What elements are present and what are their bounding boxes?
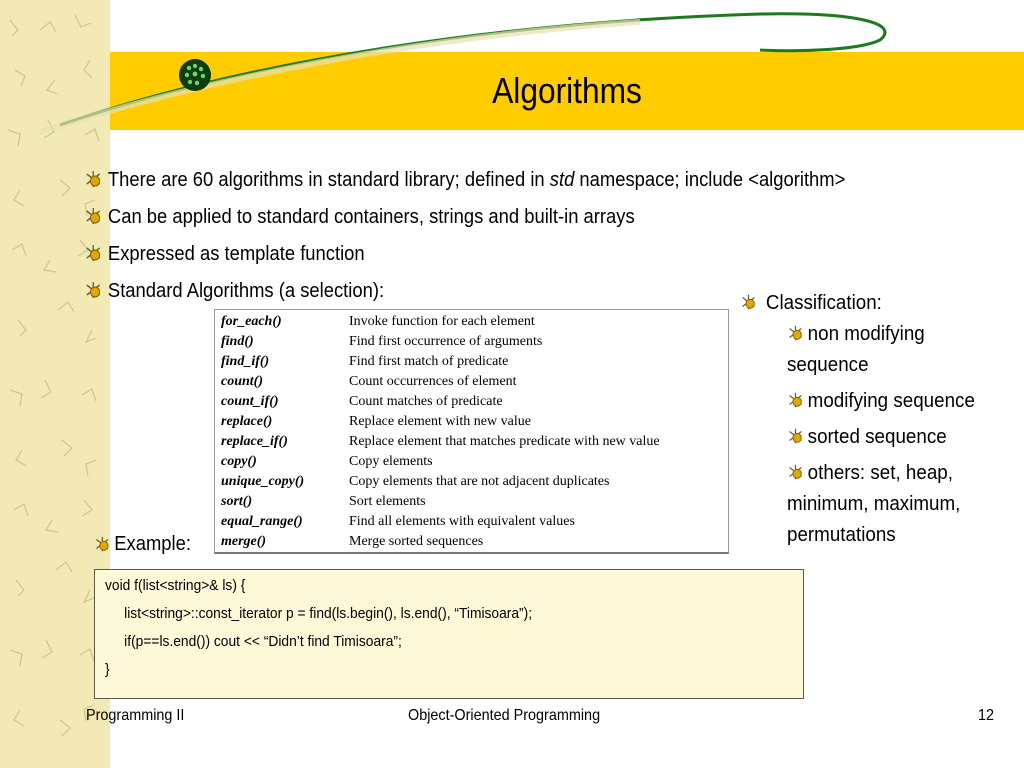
star-bullet-icon <box>86 282 101 298</box>
bullet-text: Can be applied to standard containers, s… <box>107 206 635 228</box>
star-bullet-icon <box>789 392 802 408</box>
algorithm-name: find_if() <box>221 354 270 369</box>
classification-list: Classification: non modifying sequence m… <box>740 288 1003 551</box>
algorithm-description: Count occurrences of element <box>349 374 517 389</box>
code-line: } <box>105 661 110 678</box>
code-line: list<string>::const_iterator p = find(ls… <box>105 605 533 622</box>
bullet-text: Expressed as template function <box>107 243 365 265</box>
bullet-algorithms-count: There are 60 algorithms in standard libr… <box>84 168 845 192</box>
code-example: void f(list<string>& ls) { list<string>:… <box>94 569 804 699</box>
classification-item-text: non modifying sequence <box>787 323 925 376</box>
bullet-applied-containers: Can be applied to standard containers, s… <box>84 205 635 229</box>
classification-item: others: set, heap, minimum, maximum, per… <box>787 458 984 551</box>
table-row: copy() Copy elements <box>221 452 660 472</box>
classification-heading: Classification: <box>740 288 1003 319</box>
star-bullet-icon <box>96 536 109 552</box>
algorithm-name: replace_if() <box>221 434 288 449</box>
algorithm-name: find() <box>221 334 254 349</box>
slide-title: Algorithms <box>492 70 642 111</box>
table-row: find_if() Find first match of predicate <box>221 352 660 372</box>
star-bullet-icon <box>789 325 802 341</box>
algorithm-description: Copy elements that are not adjacent dupl… <box>349 474 610 489</box>
algorithm-description: Count matches of predicate <box>349 394 503 409</box>
swoosh-decoration <box>39 12 887 135</box>
footer-page-number: 12 <box>978 707 995 724</box>
title-band <box>110 52 1024 130</box>
star-bullet-icon <box>86 171 101 187</box>
code-line: void f(list<string>& ls) { <box>105 577 246 594</box>
table-row: count_if() Count matches of predicate <box>221 392 660 412</box>
classification-item-text: sorted sequence <box>807 426 947 448</box>
star-bullet-icon <box>86 245 101 261</box>
bullet-text: Standard Algorithms (a selection): <box>107 280 385 302</box>
classification-item: modifying sequence <box>787 386 1003 417</box>
algorithm-name: count_if() <box>221 394 279 409</box>
table-row: equal_range() Find all elements with equi… <box>221 512 660 532</box>
algorithm-description: Replace element with new value <box>349 414 531 429</box>
algorithm-description: Find first match of predicate <box>349 354 509 369</box>
classification-heading-text: Classification: <box>765 292 882 314</box>
example-label-text: Example: <box>114 533 191 555</box>
algorithm-description: Copy elements <box>349 454 433 469</box>
algorithm-name: merge() <box>221 534 267 549</box>
footer-subject: Object-Oriented Programming <box>408 707 601 724</box>
table-row: replace() Replace element with new value <box>221 412 660 432</box>
example-label: Example: <box>94 532 191 556</box>
algorithm-description: Sort elements <box>349 494 426 509</box>
algorithm-description: Replace element that matches predicate w… <box>349 434 660 449</box>
algorithm-name: sort() <box>221 494 253 509</box>
algorithm-name: unique_copy() <box>221 474 305 489</box>
algorithm-name: copy() <box>221 454 257 469</box>
pattern-decoration <box>7 14 100 737</box>
code-line: if(p==ls.end()) cout << “Didn’t find Tim… <box>105 633 402 650</box>
bullet-template-function: Expressed as template function <box>84 242 365 266</box>
bullet-standard-algorithms: Standard Algorithms (a selection): <box>84 279 384 303</box>
algorithm-description: Invoke function for each element <box>349 314 535 329</box>
bullet-text-pre: There are 60 algorithms in standard libr… <box>107 169 550 191</box>
table-row: count() Count occurrences of element <box>221 372 660 392</box>
table-row: merge() Merge sorted sequences <box>221 532 660 552</box>
bullet-text-emphasis: std <box>549 169 575 191</box>
table-row: sort() Sort elements <box>221 492 660 512</box>
algorithm-description: Merge sorted sequences <box>349 534 484 549</box>
star-bullet-icon <box>86 208 101 224</box>
globe-icon <box>179 59 211 91</box>
star-bullet-icon <box>742 294 755 310</box>
star-bullet-icon <box>789 428 802 444</box>
algorithm-description: Find all elements with equivalent values <box>349 514 575 529</box>
algorithm-name: for_each() <box>221 314 282 329</box>
classification-item-text: modifying sequence <box>807 390 975 412</box>
table-row: find() Find first occurrence of arguments <box>221 332 660 352</box>
algorithm-name: count() <box>221 374 263 389</box>
classification-item-text: others: set, heap, minimum, maximum, per… <box>787 462 961 546</box>
classification-item: sorted sequence <box>787 422 1003 453</box>
star-bullet-icon <box>789 464 802 480</box>
table-row: replace_if() Replace element that matches… <box>221 432 660 452</box>
table-row: unique_copy() Copy elements that are not … <box>221 472 660 492</box>
algorithm-name: equal_range() <box>221 514 303 529</box>
bullet-text-post: namespace; include <algorithm> <box>574 169 846 191</box>
footer-course: Programming II <box>86 707 185 724</box>
algorithm-description: Find first occurrence of arguments <box>349 334 543 349</box>
algorithms-table: for_each() Invoke function for each eleme… <box>214 309 729 554</box>
table-row: for_each() Invoke function for each eleme… <box>221 312 660 332</box>
classification-item: non modifying sequence <box>787 319 984 381</box>
algorithm-name: replace() <box>221 414 273 429</box>
